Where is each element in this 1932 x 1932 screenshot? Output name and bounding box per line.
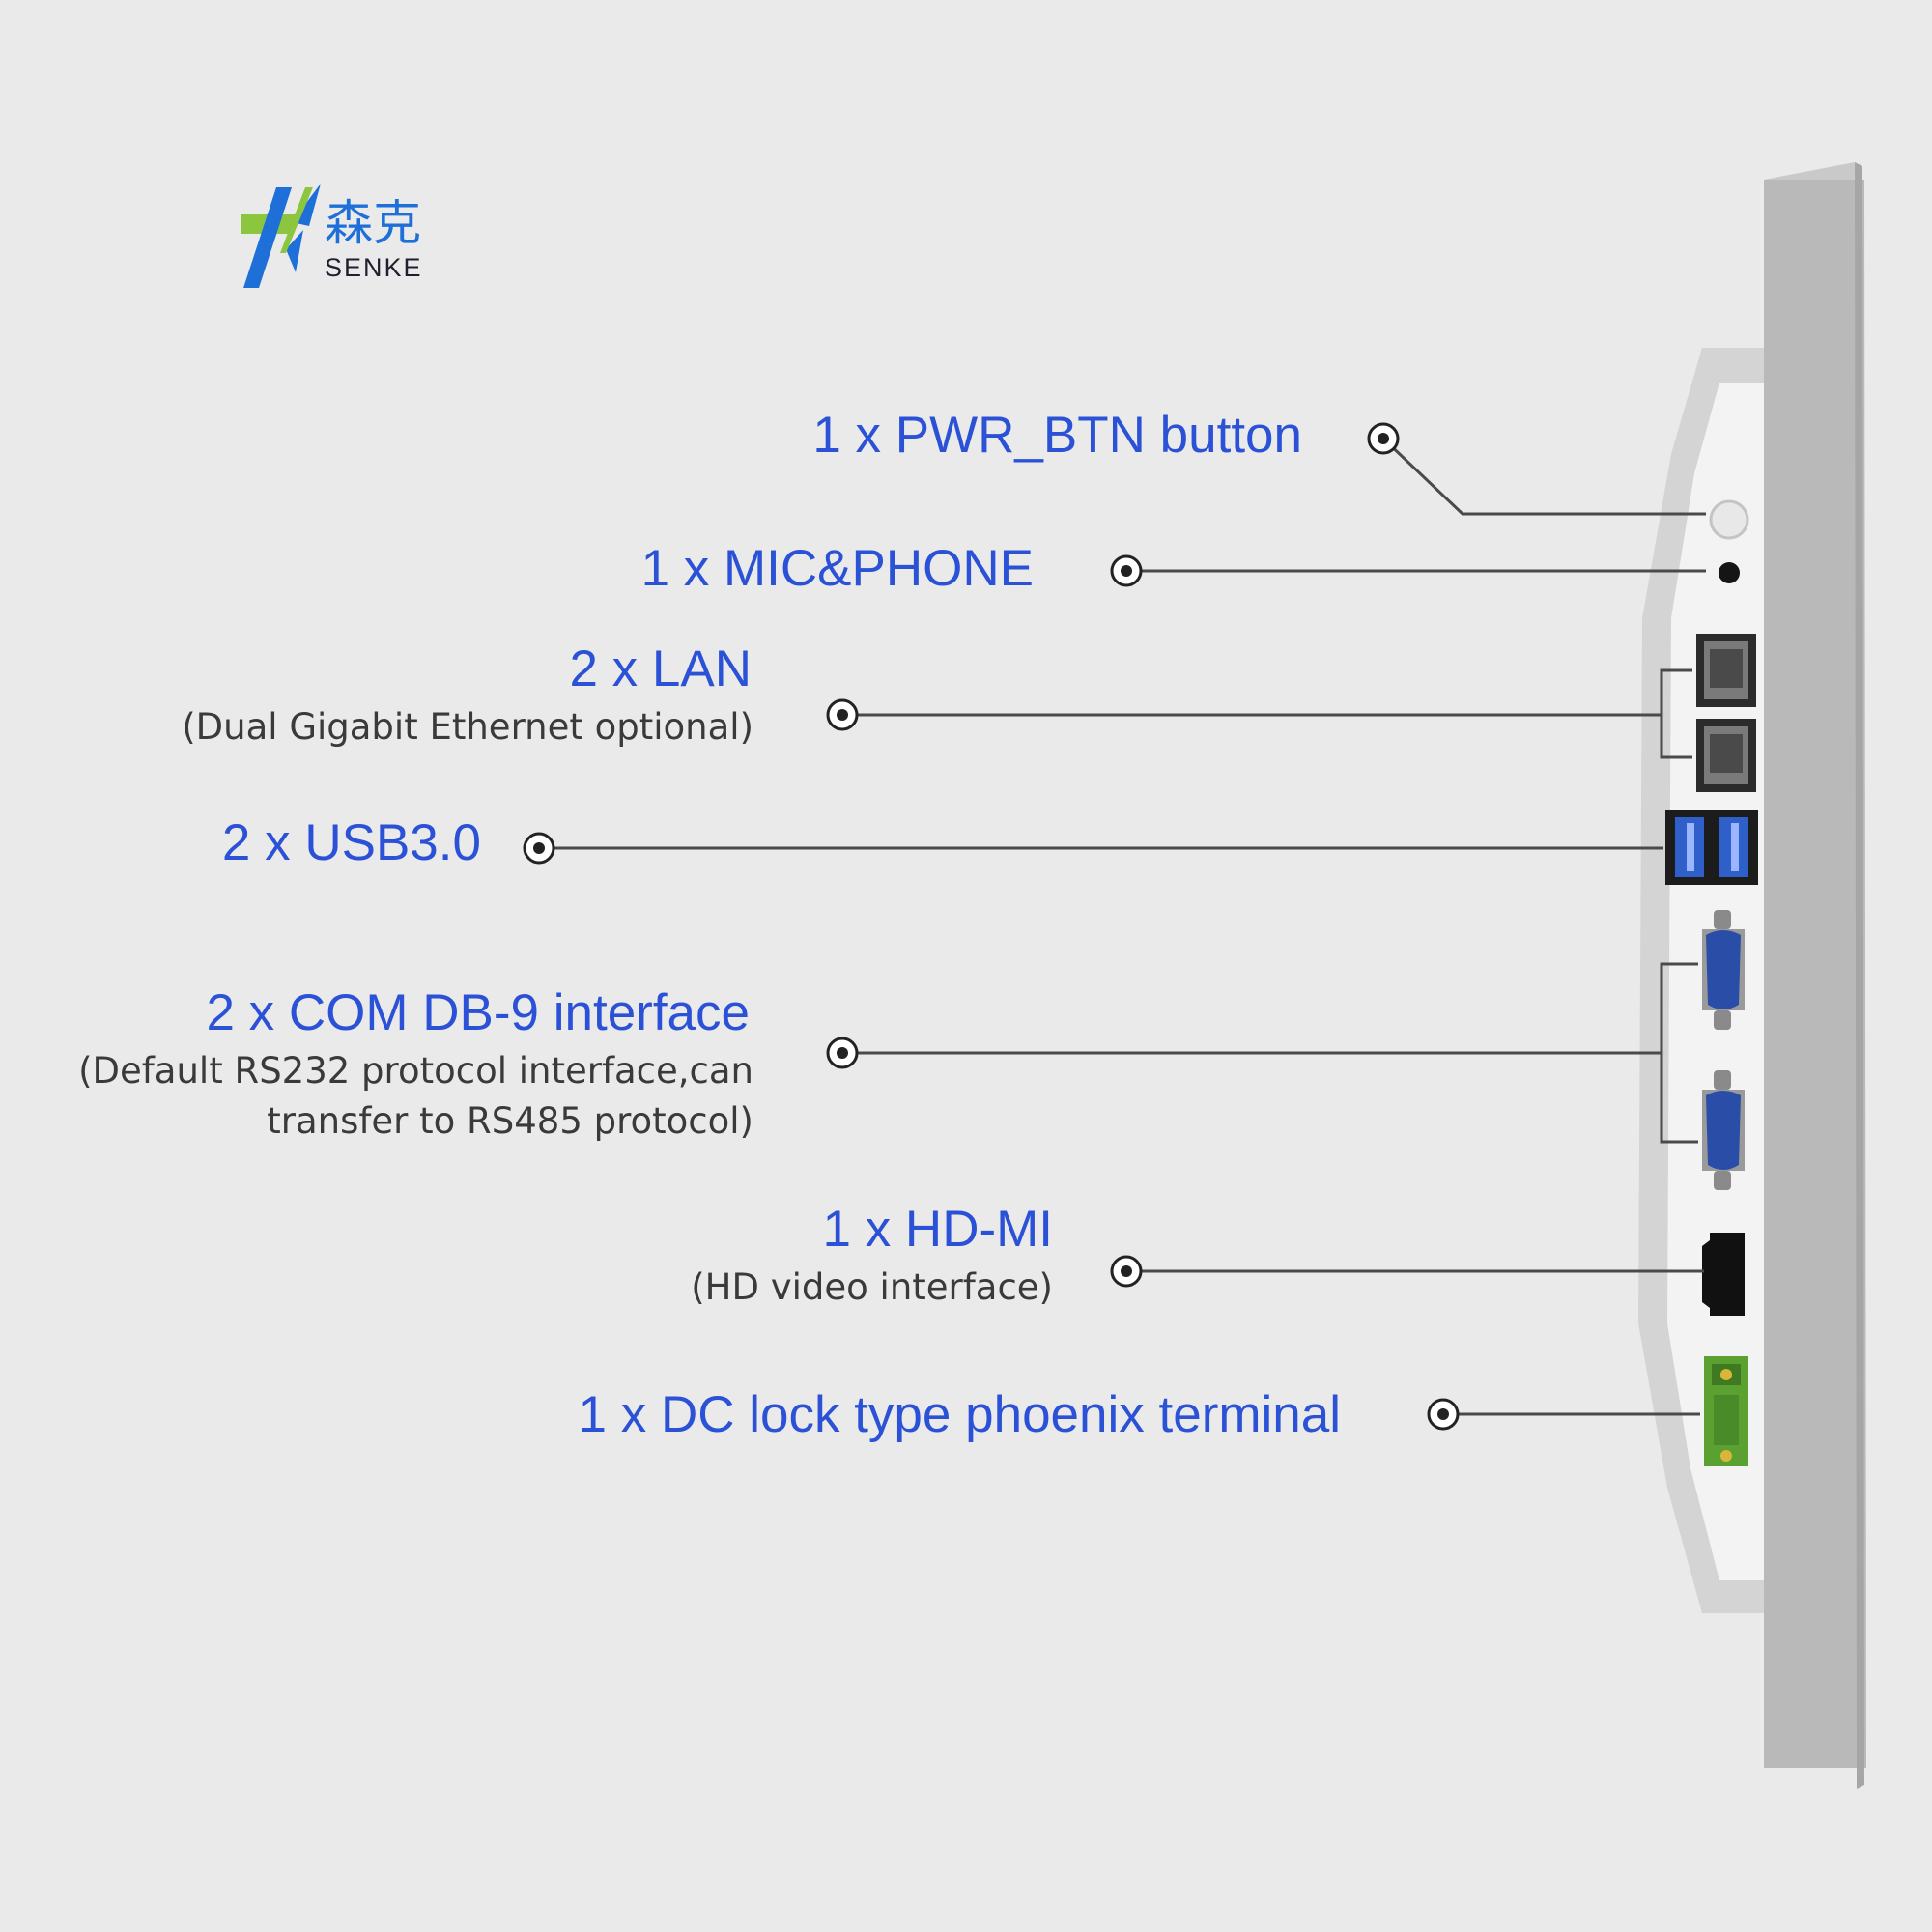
target-dot-icon (1110, 554, 1143, 587)
power-button-icon (1709, 499, 1749, 540)
target-dot-icon (1427, 1398, 1460, 1431)
leader-bracket-com (1660, 962, 1698, 1144)
callout-note-com-line2: transfer to RS485 protocol) (267, 1100, 753, 1142)
brand-name-cn: 森克 (325, 195, 421, 251)
target-dot-icon (826, 698, 859, 731)
callout-title-hdmi: 1 x HD-MI (822, 1201, 1054, 1258)
callout-note-lan: (Dual Gigabit Ethernet optional) (182, 706, 753, 748)
db9-port-icon (1702, 910, 1745, 1190)
target-dot-icon (523, 832, 555, 865)
target-dot-icon (826, 1037, 859, 1069)
brand-name-en: SENKE (325, 253, 423, 282)
callout-title-mic: 1 x MIC&PHONE (640, 540, 1034, 597)
leader-line-pwr (1381, 437, 1706, 516)
callout-note-com-line1: (Default RS232 protocol interface,can (78, 1050, 753, 1092)
target-dot-icon (1110, 1255, 1143, 1288)
lan-port-icon (1696, 634, 1756, 792)
callout-title-com: 2 x COM DB-9 interface (206, 984, 750, 1041)
hdmi-port-icon (1702, 1233, 1745, 1316)
callout-note-hdmi: (HD video interface) (691, 1266, 1053, 1308)
callout-title-pwr: 1 x PWR_BTN button (812, 407, 1302, 464)
usb-port-icon (1665, 810, 1758, 885)
leader-bracket-lan (1660, 668, 1692, 759)
dc-terminal-icon (1704, 1356, 1748, 1466)
audio-jack-icon (1719, 562, 1740, 583)
callout-title-lan: 2 x LAN (569, 640, 752, 697)
callout-dots (523, 422, 1460, 1431)
senke-logo-icon (242, 184, 321, 288)
callout-title-dc: 1 x DC lock type phoenix terminal (578, 1386, 1341, 1443)
panel-pc-side-view (1638, 162, 1866, 1789)
target-dot-icon (1367, 422, 1400, 455)
leader-lines (539, 437, 1706, 1416)
callout-title-usb: 2 x USB3.0 (221, 814, 481, 871)
